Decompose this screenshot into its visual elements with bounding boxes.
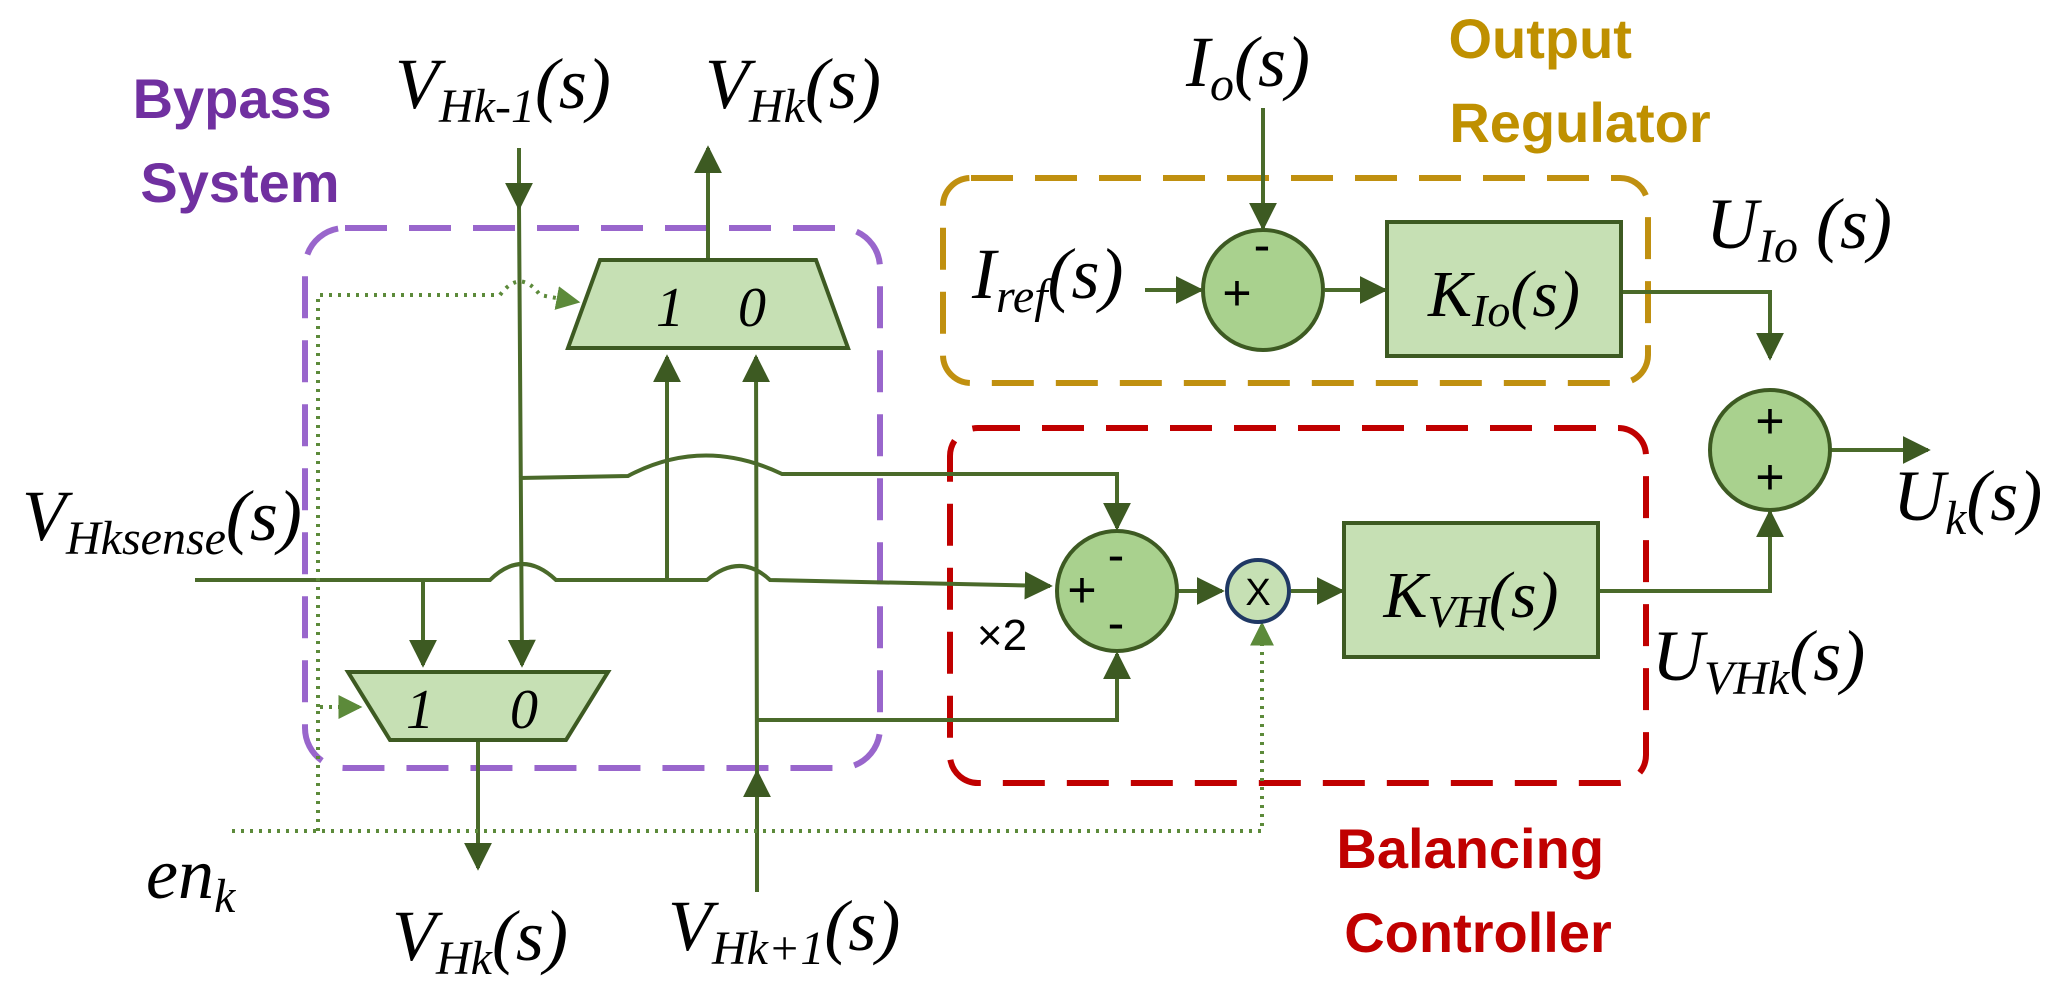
balance-summer-minus-top: - [1108,527,1125,583]
bottom-mux-input-0: 0 [510,679,538,741]
kio-block-label: KIo(s) [1427,258,1580,336]
bypass-system-boundary [302,225,883,771]
top-mux: 1 0 [565,258,851,350]
wire-enable [232,621,1274,833]
kvh-block-label: KVH(s) [1382,559,1558,637]
wire-vhksense [195,562,1053,600]
signal-vhksense: VHksense(s) [22,476,302,565]
signal-uvhk: UVHk(s) [1652,616,1865,705]
final-summer: + + [1708,388,1832,512]
signal-vhk-plus1: VHk+1(s) [668,886,900,975]
bottom-mux: 1 0 [344,670,612,742]
balancing-controller-label: Balancing Controller [1336,817,1619,964]
bypass-system-label: Bypass System [133,67,348,214]
kvh-block: KVH(s) [1342,521,1600,659]
signal-uk: Uk(s) [1893,456,2042,545]
balancing-controller-boundary [947,425,1649,786]
balance-summer-plus: + [1067,562,1096,618]
output-regulator-label: Output Regulator [1448,7,1710,154]
balance-summer: + - - [1055,527,1179,653]
bottom-mux-input-1: 1 [406,679,434,741]
signal-io: Io(s) [1185,22,1310,111]
wire-vhk-minus1-to-balance [518,453,1131,531]
output-regulator-boundary [940,175,1651,386]
output-summer: - + [1201,217,1325,352]
output-summer-plus: + [1222,265,1251,321]
kio-block: KIo(s) [1385,220,1623,358]
signal-vhk-bottom: VHk(s) [392,896,568,985]
balance-summer-minus-bottom: - [1108,595,1125,651]
final-summer-plus-bottom: + [1755,449,1784,505]
final-summer-plus-top: + [1755,393,1784,449]
multiplier-symbol: X [1245,572,1270,614]
signal-iref: Iref(s) [971,234,1124,323]
gain-label: ×2 [977,611,1027,660]
signal-uio: UIo (s) [1706,184,1892,273]
signal-vhk-minus1: VHk-1(s) [395,44,611,133]
wire-kvh-to-final [1598,509,1784,593]
top-mux-input-1: 1 [656,277,684,339]
top-mux-input-0: 0 [738,277,766,339]
signal-vhk-top: VHk(s) [705,44,881,133]
wire-kio-to-final [1622,290,1784,361]
wire-vhk-minus1 [519,148,522,665]
output-summer-minus: - [1254,217,1271,273]
signal-enk: enk [146,834,237,923]
wire-vhk-plus1-to-balance [757,651,1131,722]
wire-enable-top-mux [316,279,581,707]
multiplier: X [1225,558,1291,624]
